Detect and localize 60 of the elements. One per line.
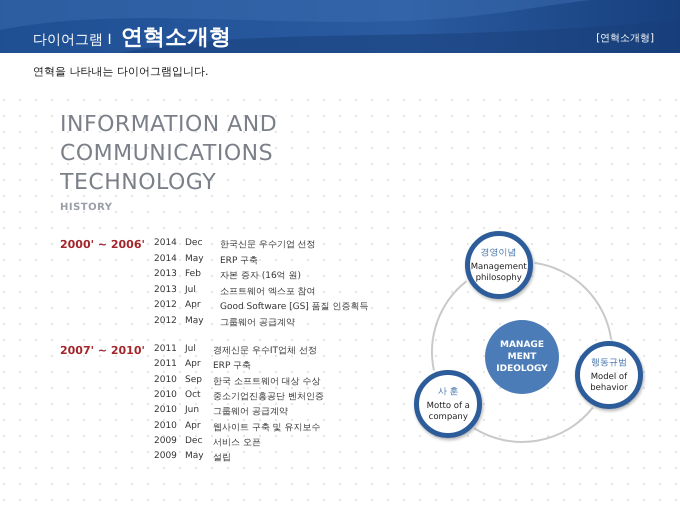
circle-text: Motto of a company bbox=[426, 400, 471, 423]
year-text: 2011 bbox=[154, 359, 177, 370]
year-text: 2013 bbox=[154, 284, 177, 294]
year-text: 2010 bbox=[154, 420, 177, 430]
event-text: 소프트웨어 엑스포 참여 bbox=[220, 286, 316, 298]
year-text: 2013 bbox=[154, 269, 177, 279]
circle-heading: 행동규범 bbox=[590, 357, 627, 370]
event-text: 자본 증자 (16억 원) bbox=[220, 270, 302, 282]
month-text: May bbox=[185, 451, 204, 462]
circle-title: MANAGE MENT IDEOLOGY bbox=[496, 339, 548, 375]
period-label: 2007' ~ 2010' bbox=[60, 344, 145, 357]
event-text: 그룹웨어 공급계약 bbox=[220, 316, 295, 328]
circle-heading: 경영이념 bbox=[480, 247, 517, 260]
period-label: 2000' ~ 2006' bbox=[60, 238, 145, 251]
month-text: Dec bbox=[185, 238, 202, 248]
event-text: Good Software [GS] 품질 인증획득 bbox=[220, 301, 369, 313]
month-text: Apr bbox=[185, 420, 201, 430]
event-text: 웹사이트 구축 및 유지보수 bbox=[213, 422, 321, 434]
section-label: HISTORY bbox=[60, 202, 113, 213]
month-text: Jul bbox=[185, 344, 196, 354]
circle-heading: 사 훈 bbox=[438, 386, 459, 398]
circle-text: Management philosophy bbox=[470, 262, 528, 284]
month-text: Oct bbox=[185, 390, 201, 400]
event-text: 한국 소프트웨어 대상 수상 bbox=[213, 376, 321, 388]
year-text: 2009 bbox=[154, 436, 177, 446]
event-text: 중소기업진흥공단 벤처인증 bbox=[213, 390, 324, 403]
year-text: 2009 bbox=[154, 451, 177, 462]
ring-connector bbox=[474, 406, 594, 443]
heading-text: INFORMATION AND COMMUNICATIONS TECHNOLOGY bbox=[60, 111, 278, 197]
month-text: Jun bbox=[185, 405, 200, 416]
event-text: 서비스 오픈 bbox=[213, 436, 261, 449]
ring-connector bbox=[431, 280, 468, 371]
description-text: 연혁을 나타내는 다이어그램입니다. bbox=[33, 64, 208, 79]
month-text: Feb bbox=[185, 269, 201, 279]
year-text: 2014 bbox=[154, 254, 177, 264]
event-text: 경제신문 우수IT업체 선정 bbox=[213, 345, 317, 357]
month-text: Apr bbox=[185, 300, 201, 310]
year-text: 2010 bbox=[154, 405, 177, 416]
month-text: May bbox=[185, 316, 204, 326]
subtitle-text: [연혁소개형] bbox=[596, 32, 654, 45]
ring-connector bbox=[534, 262, 612, 340]
year-text: 2014 bbox=[154, 238, 177, 248]
circle-text: Model of behavior bbox=[589, 372, 629, 394]
month-text: Dec bbox=[185, 436, 202, 446]
month-text: Apr bbox=[185, 359, 201, 370]
year-text: 2010 bbox=[154, 390, 177, 400]
year-text: 2012 bbox=[154, 316, 177, 326]
event-text: 그룹웨어 공급계약 bbox=[213, 406, 288, 418]
year-text: 2011 bbox=[154, 344, 177, 354]
year-text: 2012 bbox=[154, 300, 177, 310]
month-text: Sep bbox=[185, 374, 202, 385]
event-text: ERP 구축 bbox=[220, 254, 258, 266]
event-text: 설립 bbox=[213, 452, 231, 464]
event-text: ERP 구축 bbox=[213, 360, 252, 372]
month-text: Jul bbox=[185, 284, 196, 294]
month-text: May bbox=[185, 254, 204, 264]
event-text: 한국신문 우수기업 선정 bbox=[220, 239, 316, 251]
header-label: 다이어그램 I bbox=[33, 31, 112, 49]
page-title: 연혁소개형 bbox=[121, 24, 231, 52]
year-text: 2010 bbox=[154, 374, 177, 385]
